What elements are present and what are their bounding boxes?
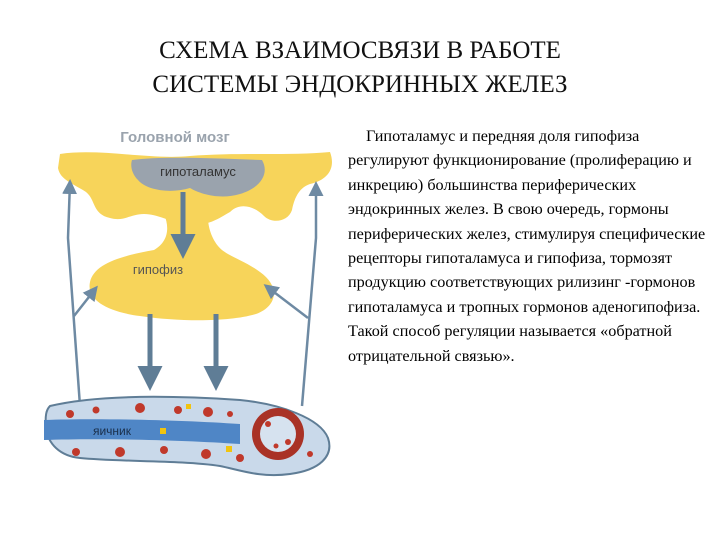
follicle-dot	[203, 407, 213, 417]
feedback-line-left-to-pituitary	[73, 285, 98, 317]
follicle-dot	[174, 406, 182, 414]
follicle-dot	[92, 406, 100, 414]
hypothalamus-shape	[131, 157, 265, 197]
follicle-dot	[115, 447, 125, 457]
description-paragraph: Гипоталамус и передняя доля гипофиза рег…	[348, 127, 706, 365]
yellow-body	[186, 404, 191, 409]
follicle-dot	[285, 439, 291, 445]
feedback-line-right-to-pituitary	[263, 284, 309, 319]
slide-title: СХЕМА ВЗАИМОСВЯЗИ В РАБОТЕ СИСТЕМЫ ЭНДОК…	[60, 34, 660, 102]
small-follicles	[66, 403, 313, 462]
follicle-dot	[236, 454, 244, 462]
yellow-body	[226, 446, 232, 452]
description-text-block: Гипоталамус и передняя доля гипофиза рег…	[348, 124, 708, 368]
follicle-dot	[273, 443, 279, 449]
follicle-dot	[227, 411, 233, 417]
follicle-dot	[307, 451, 313, 457]
feedback-line-left-to-hypothalamus	[62, 179, 82, 407]
brain-label: Головной мозг	[120, 129, 229, 146]
yellow-bodies	[160, 404, 232, 452]
follicle-dot	[201, 449, 211, 459]
ovary-duct-shape	[44, 419, 240, 444]
follicle-dot	[66, 410, 74, 418]
follicle-dot	[160, 446, 168, 454]
follicle-dot	[135, 403, 145, 413]
title-line-2: СИСТЕМЫ ЭНДОКРИННЫХ ЖЕЛЕЗ	[152, 71, 568, 98]
yellow-body	[160, 428, 166, 434]
hypothalamus-label: гипоталамус	[160, 164, 236, 179]
ovary-label: яичник	[93, 424, 132, 438]
endocrine-feedback-diagram: Головной мозг гипоталамус гипофиз яичник	[44, 129, 332, 477]
title-line-1: СХЕМА ВЗАИМОСВЯЗИ В РАБОТЕ	[159, 37, 561, 64]
follicle-dot	[72, 448, 80, 456]
pituitary-label: гипофиз	[133, 262, 183, 277]
feedback-line-right-to-hypothalamus	[300, 181, 324, 407]
follicle-dot	[265, 421, 271, 427]
pituitary-shape	[89, 214, 274, 321]
